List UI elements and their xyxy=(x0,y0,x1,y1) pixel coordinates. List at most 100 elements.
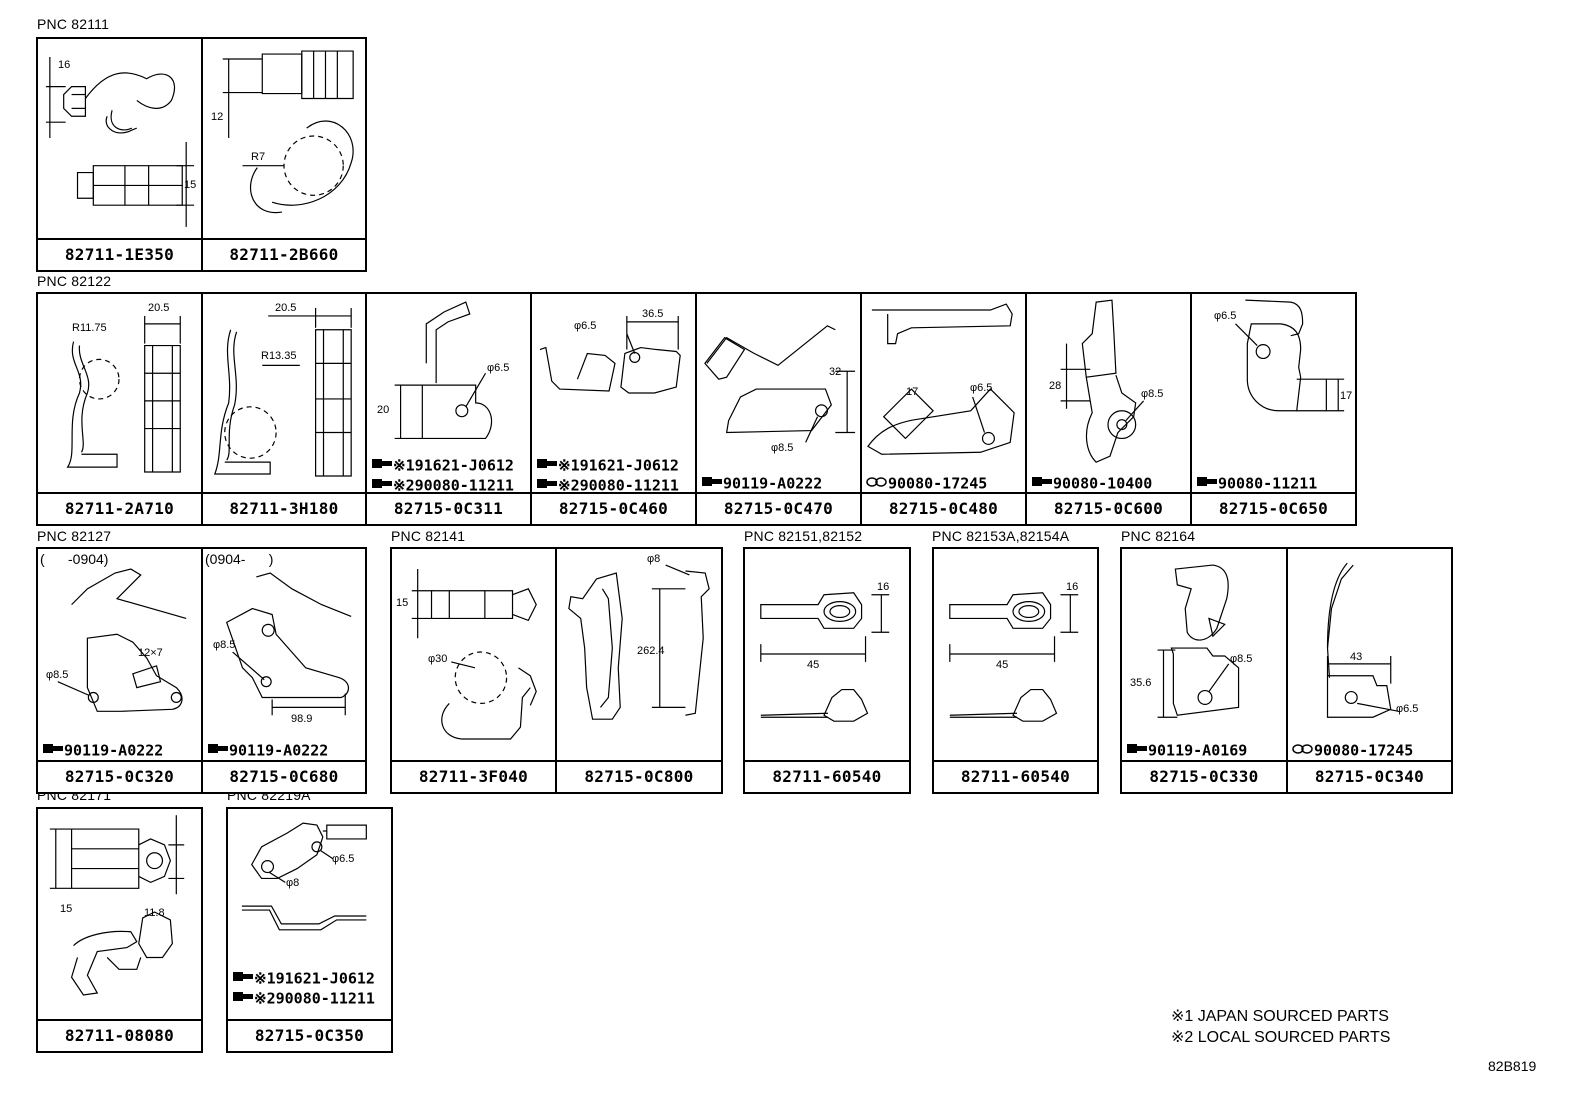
part-drawing xyxy=(392,549,555,760)
dim-label: 17 xyxy=(906,386,919,398)
bolt-icon xyxy=(207,741,229,761)
bolt-spec-list: 90080-10400 xyxy=(1031,474,1152,494)
part-cell-82711-3h180[interactable]: 20.5 R13.35 82711-3H180 xyxy=(201,292,367,526)
part-drawing xyxy=(532,294,695,492)
part-drawing xyxy=(203,294,365,492)
dim-label: 20 xyxy=(377,404,390,416)
part-drawing xyxy=(38,809,201,1019)
part-cell-82711-1e350[interactable]: 16 15 82711-1E350 xyxy=(36,37,203,272)
pnc-label-82153a: PNC 82153A,82154A xyxy=(932,528,1070,544)
part-number: 82711-08080 xyxy=(38,1019,201,1051)
part-cell-82715-0c650[interactable]: φ6.5 17 90080-11211 82715-0C650 xyxy=(1190,292,1357,526)
dim-label: 16 xyxy=(877,581,890,593)
part-drawing xyxy=(38,39,201,238)
dim-label: 36.5 xyxy=(642,308,664,320)
dim-label: R11.75 xyxy=(72,322,107,334)
dim-label: 45 xyxy=(996,659,1009,671)
bolt-spec-list: 90080-17245 xyxy=(1292,741,1413,761)
dim-label: φ6.5 xyxy=(332,853,355,865)
pnc-label-82164: PNC 82164 xyxy=(1121,528,1196,544)
part-cell-82715-0c350[interactable]: φ6.5 φ8 ※191621-J0612 ※290080-11211 8271… xyxy=(226,807,393,1053)
part-cell-82715-0c311[interactable]: 20 φ6.5 ※191621-J0612 ※290080-11211 8271… xyxy=(365,292,532,526)
part-number: 82715-0C460 xyxy=(532,492,695,524)
part-cell-82715-0c330[interactable]: 35.6 φ8.5 90119-A0169 82715-0C330 xyxy=(1120,547,1288,794)
bolt-icon xyxy=(371,476,393,496)
bolt-spec: 90080-11211 xyxy=(1196,474,1317,494)
bolt-icon xyxy=(232,989,254,1009)
part-cell-82715-0c600[interactable]: 28 φ8.5 90080-10400 82715-0C600 xyxy=(1025,292,1192,526)
illustration-code: 82B819 xyxy=(1488,1058,1537,1074)
dim-label: 12×7 xyxy=(138,647,163,659)
part-cell-82711-60540-a[interactable]: 16 45 82711-60540 xyxy=(743,547,911,794)
part-cell-82711-60540-b[interactable]: 16 45 82711-60540 xyxy=(932,547,1099,794)
bolt-spec-list: ※191621-J0612 ※290080-11211 xyxy=(232,969,375,1009)
dim-label: 32 xyxy=(829,366,842,378)
part-number: 82711-1E350 xyxy=(38,238,201,270)
bolt-icon xyxy=(536,456,558,476)
part-cell-82715-0c320[interactable]: ( -0904) 12×7 φ8.5 90119-A0222 82715-0C3… xyxy=(36,547,203,794)
bolt-spec: 90080-17245 xyxy=(866,474,987,494)
bolt-spec: 90119-A0222 xyxy=(207,741,328,761)
part-number: 82711-3H180 xyxy=(203,492,365,524)
dim-label: 20.5 xyxy=(148,302,170,314)
part-number: 82715-0C320 xyxy=(38,760,201,792)
part-drawing xyxy=(862,294,1025,492)
bolt-spec-list: ※191621-J0612 ※290080-11211 xyxy=(536,456,679,496)
dim-label: φ6.5 xyxy=(1396,703,1419,715)
dim-label: 43 xyxy=(1350,651,1363,663)
dim-label: φ8.5 xyxy=(1141,388,1164,400)
bolt-spec: ※290080-11211 xyxy=(232,989,375,1009)
dim-label: 16 xyxy=(1066,581,1079,593)
dim-label: ( -0904) xyxy=(40,551,109,567)
part-cell-82715-0c460[interactable]: φ6.5 36.5 ※191621-J0612 ※290080-11211 82… xyxy=(530,292,697,526)
bolt-icon xyxy=(701,474,723,494)
pnc-label-82111: PNC 82111 xyxy=(37,16,110,32)
note-japan-sourced: ※1 JAPAN SOURCED PARTS xyxy=(1171,1008,1389,1025)
bolt-spec: 90080-17245 xyxy=(1292,741,1413,761)
part-cell-82711-2a710[interactable]: R11.75 20.5 82711-2A710 xyxy=(36,292,203,526)
part-cell-82715-0c800[interactable]: φ8 262.4 82715-0C800 xyxy=(555,547,723,794)
dim-label: (0904- ) xyxy=(205,551,274,567)
part-cell-82715-0c340[interactable]: 43 φ6.5 90080-17245 82715-0C340 xyxy=(1286,547,1453,794)
legend-notes: ※1 JAPAN SOURCED PARTS ※2 LOCAL SOURCED … xyxy=(1171,1006,1390,1048)
bolt-spec: 90119-A0222 xyxy=(42,741,163,761)
part-drawing xyxy=(203,39,365,238)
part-number: 82711-3F040 xyxy=(392,760,555,792)
part-number: 82715-0C480 xyxy=(862,492,1025,524)
bolt-spec-list: 90119-A0169 xyxy=(1126,741,1247,761)
bolt-icon xyxy=(42,741,64,761)
part-drawing xyxy=(1027,294,1190,492)
part-number: 82715-0C800 xyxy=(557,760,721,792)
part-cell-82715-0c680[interactable]: (0904- ) φ8.5 98.9 90119-A0222 82715-0C6… xyxy=(201,547,367,794)
dim-label: R7 xyxy=(251,151,266,163)
part-number: 82711-2A710 xyxy=(38,492,201,524)
bolt-icon xyxy=(536,476,558,496)
washer-icon xyxy=(1292,741,1314,761)
bolt-spec-list: ※191621-J0612 ※290080-11211 xyxy=(371,456,514,496)
part-cell-82715-0c480[interactable]: 17 φ6.5 90080-17245 82715-0C480 xyxy=(860,292,1027,526)
bolt-spec-list: 90080-17245 xyxy=(866,474,987,494)
dim-label: φ30 xyxy=(428,653,448,665)
part-cell-82711-3f040[interactable]: 15 φ30 82711-3F040 xyxy=(390,547,557,794)
bolt-spec-list: 90119-A0222 xyxy=(207,741,328,761)
part-drawing xyxy=(38,549,201,760)
dim-label: φ8.5 xyxy=(771,442,794,454)
bolt-spec: 90119-A0169 xyxy=(1126,741,1247,761)
part-drawing xyxy=(203,549,365,760)
dim-label: 17 xyxy=(1340,390,1353,402)
dim-label: R13.35 xyxy=(261,350,297,362)
dim-label: 20.5 xyxy=(275,302,297,314)
bolt-spec: ※191621-J0612 xyxy=(371,456,514,476)
part-cell-82711-2b660[interactable]: 12 R7 82711-2B660 xyxy=(201,37,367,272)
part-drawing xyxy=(38,294,201,492)
part-number: 82715-0C350 xyxy=(228,1019,391,1051)
part-cell-82711-08080[interactable]: 15 11.8 82711-08080 xyxy=(36,807,203,1053)
part-number: 82715-0C600 xyxy=(1027,492,1190,524)
dim-label: φ6.5 xyxy=(574,320,597,332)
pnc-label-82151: PNC 82151,82152 xyxy=(744,528,863,544)
part-number: 82715-0C650 xyxy=(1192,492,1355,524)
bolt-icon xyxy=(1031,474,1053,494)
part-number: 82715-0C340 xyxy=(1288,760,1451,792)
dim-label: 16 xyxy=(58,59,71,71)
part-cell-82715-0c470[interactable]: 32 φ8.5 90119-A0222 82715-0C470 xyxy=(695,292,862,526)
